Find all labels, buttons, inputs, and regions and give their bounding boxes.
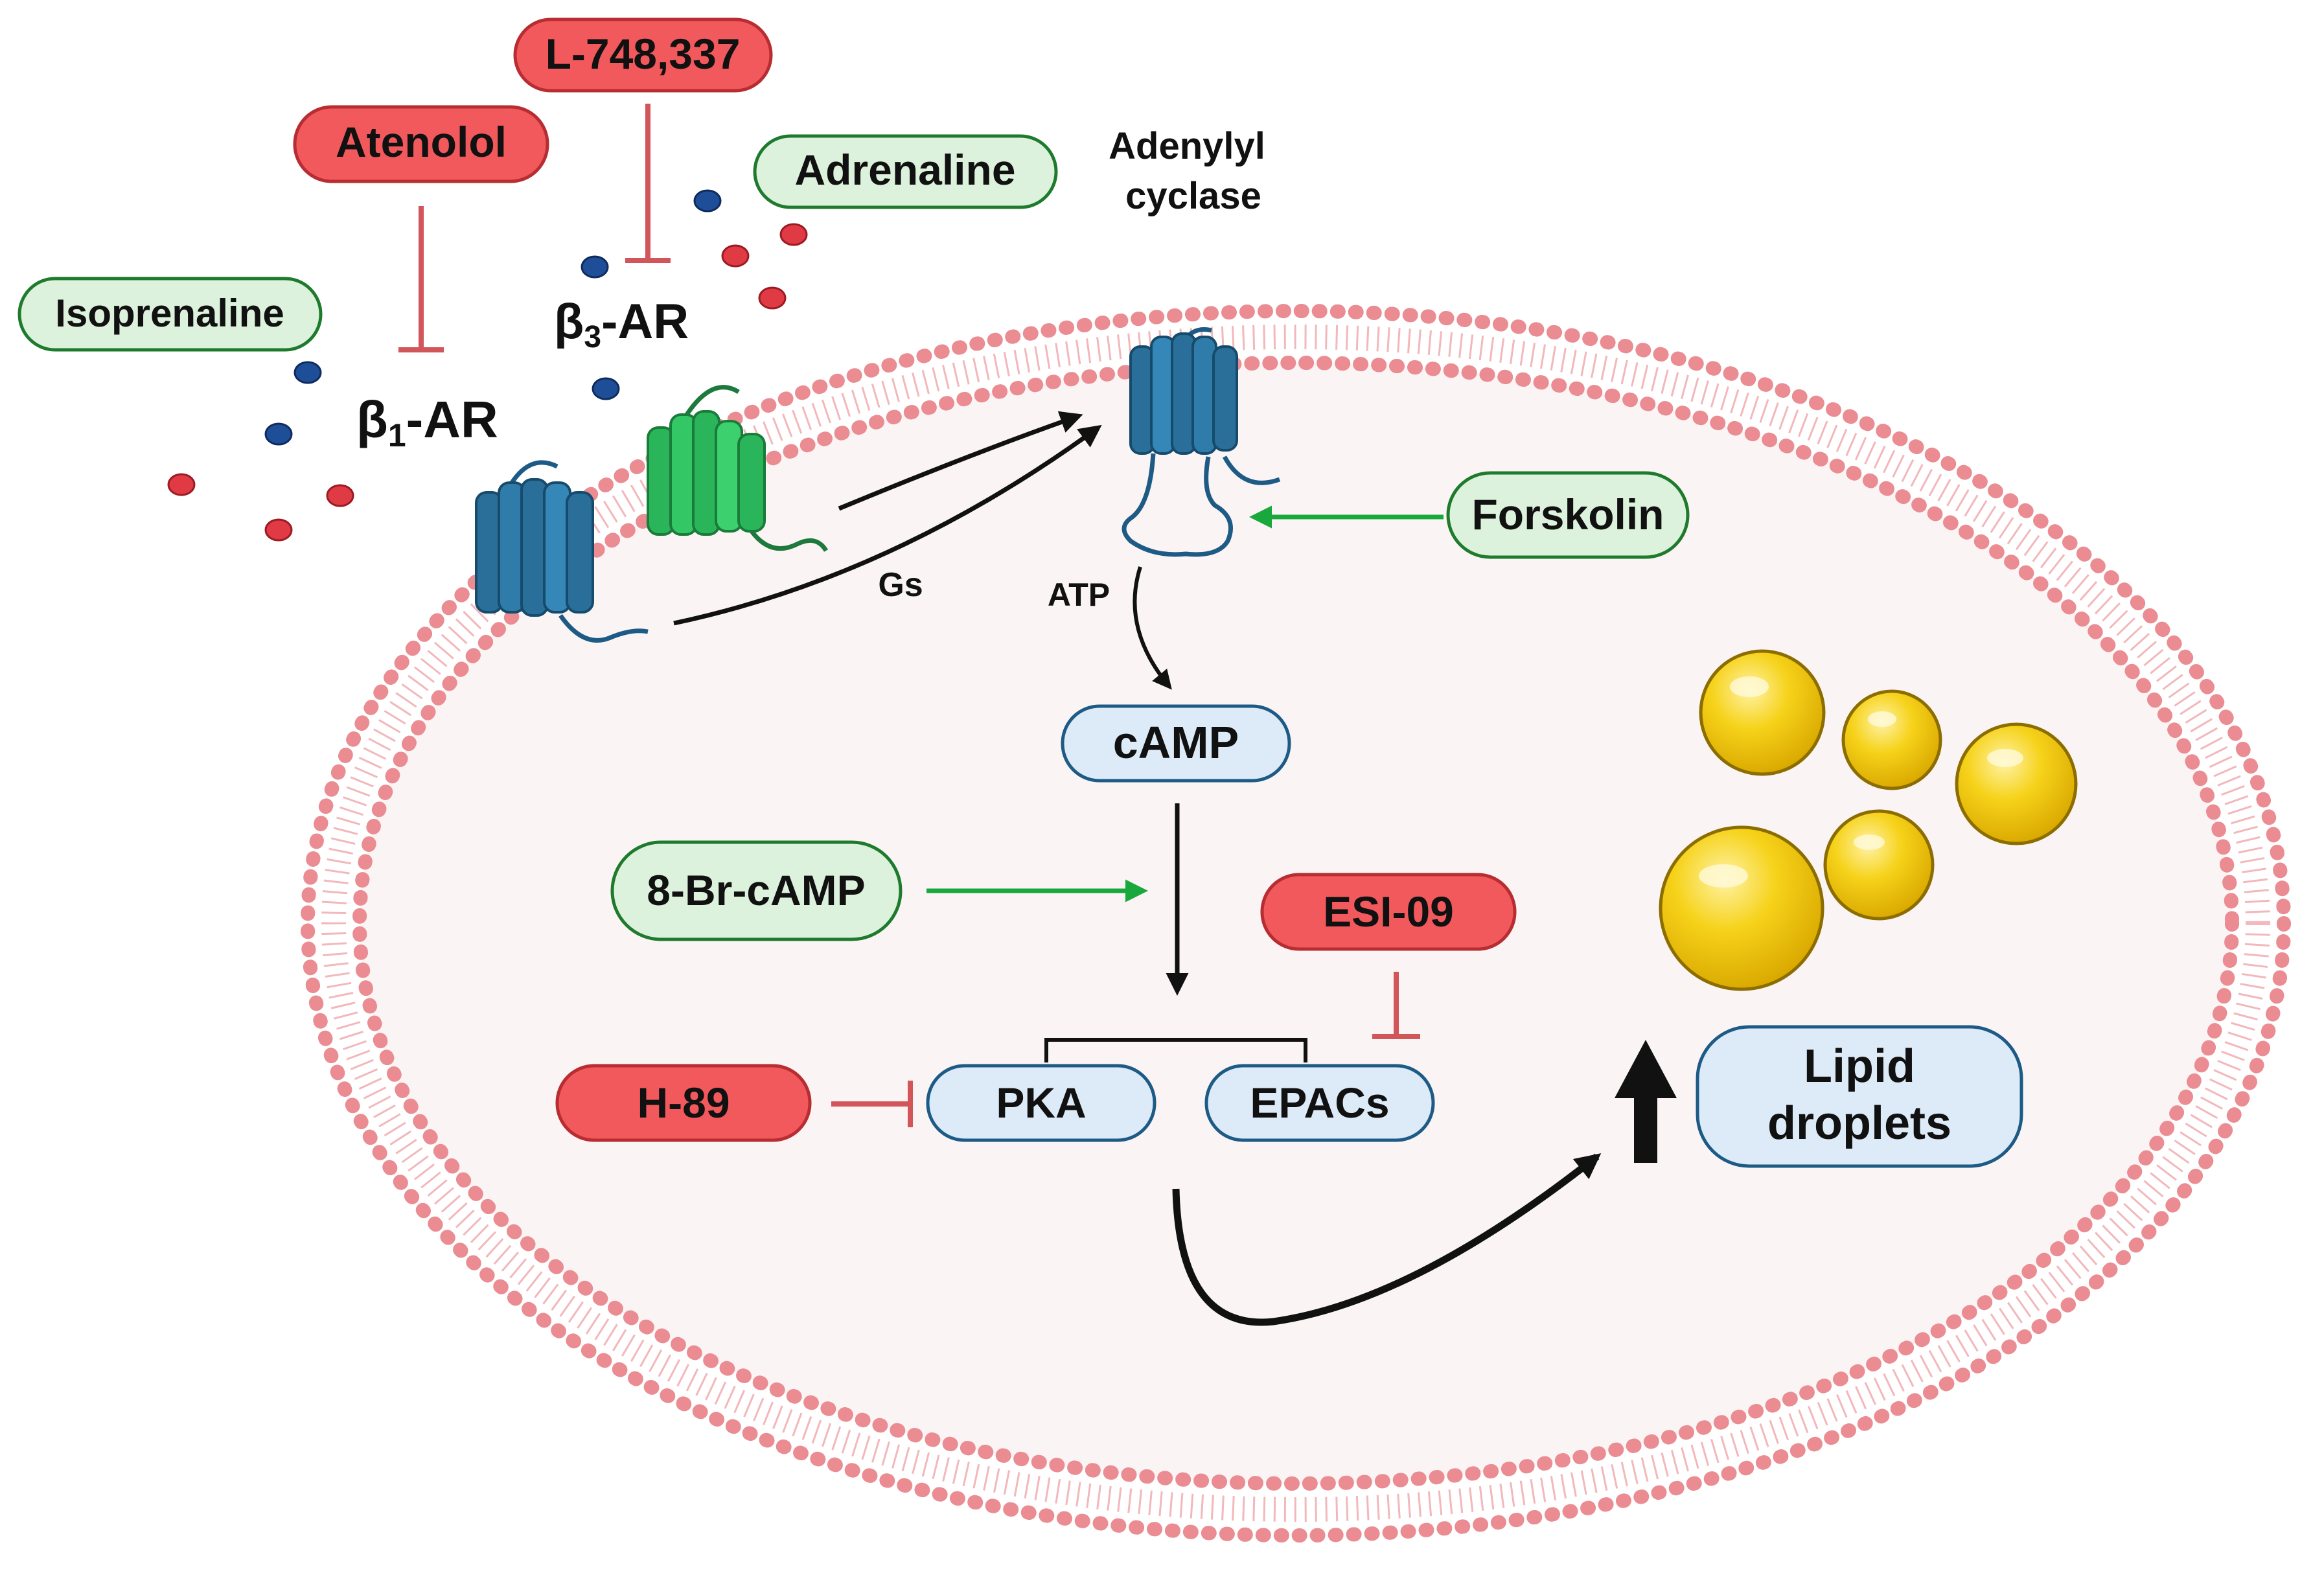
beta1-ar-label: β1-AR (356, 391, 498, 453)
gs-activation-arrows (673, 411, 1102, 626)
esi09-inhibition-bar (1372, 972, 1420, 1039)
beta1-receptor-icon (475, 460, 649, 643)
atenolol-label: Atenolol (293, 105, 549, 183)
adrenaline-label: Adrenaline (753, 134, 1058, 209)
beta3-receptor-icon (647, 385, 829, 552)
esi09-label: ESI-09 (1260, 873, 1517, 951)
svg-text:Adrenaline: Adrenaline (794, 146, 1015, 194)
adenylyl-cyclase-label-line1: Adenylyl (1109, 125, 1265, 167)
forskolin-label: Forskolin (1446, 471, 1690, 559)
pka-epacs-bracket (1044, 1038, 1307, 1062)
lipid-droplets-icon (1659, 649, 2078, 991)
svg-text:droplets: droplets (1767, 1097, 1951, 1149)
ligand-molecules (167, 189, 808, 542)
gs-label: Gs (878, 566, 923, 604)
beta3-ar-label: β3-AR (554, 294, 689, 354)
lipid-droplets-label: Lipid droplets (1696, 1025, 2023, 1168)
svg-text:EPACs: EPACs (1250, 1079, 1389, 1127)
svg-text:H-89: H-89 (637, 1079, 730, 1127)
pka-label: PKA (926, 1064, 1156, 1142)
increase-up-arrow-icon (1615, 1040, 1677, 1163)
h89-inhibition-bar (831, 1081, 913, 1127)
atp-label: ATP (1048, 577, 1110, 613)
svg-text:Isoprenaline: Isoprenaline (55, 292, 284, 335)
svg-text:Lipid: Lipid (1804, 1040, 1915, 1092)
adenylyl-cyclase-icon (1122, 327, 1281, 557)
isoprenaline-label: Isoprenaline (17, 277, 323, 352)
svg-text:cAMP: cAMP (1113, 717, 1239, 768)
l748337-label: L-748,337 (513, 17, 773, 93)
camp-label: cAMP (1061, 704, 1291, 783)
br-camp-label: 8-Br-cAMP (610, 840, 903, 941)
lipid-accumulation-arrow (1172, 1153, 1602, 1326)
svg-text:ESI-09: ESI-09 (1323, 888, 1454, 935)
svg-text:Forskolin: Forskolin (1471, 490, 1664, 538)
atp-to-camp-arrow (1133, 566, 1172, 690)
svg-text:8-Br-cAMP: 8-Br-cAMP (647, 866, 865, 914)
svg-text:Atenolol: Atenolol (336, 118, 507, 166)
svg-text:PKA: PKA (996, 1079, 1086, 1127)
epacs-label: EPACs (1204, 1064, 1435, 1142)
svg-text:L-748,337: L-748,337 (546, 30, 741, 78)
adenylyl-cyclase-label-line2: cyclase (1125, 175, 1261, 217)
receptor-inhibition-bars (398, 104, 671, 352)
h89-label: H-89 (555, 1064, 812, 1142)
